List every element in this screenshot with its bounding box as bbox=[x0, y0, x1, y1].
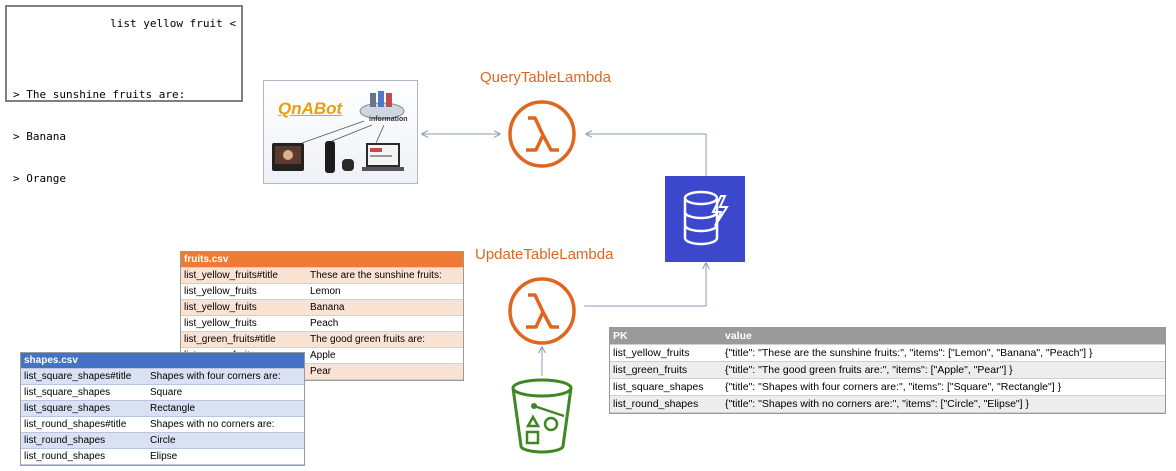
table-cell: list_green_fruits#title bbox=[181, 331, 307, 348]
table-cell: Banana bbox=[307, 299, 463, 316]
chat-responses: > The sunshine fruits are: > Banana > Or… bbox=[13, 60, 185, 214]
dynamodb-query-arrow bbox=[586, 134, 707, 176]
table-cell: Shapes with no corners are: bbox=[147, 416, 304, 433]
dynamodb-icon bbox=[665, 176, 745, 262]
table-cell: list_yellow_fruits bbox=[181, 283, 307, 300]
table-cell: list_yellow_fruits bbox=[610, 344, 722, 362]
fruits-csv-title: fruits.csv bbox=[181, 252, 463, 268]
table-cell: list_round_shapes bbox=[610, 395, 722, 413]
table-cell: list_round_shapes bbox=[21, 448, 147, 465]
table-cell: list_yellow_fruits bbox=[181, 299, 307, 316]
table-cell: list_square_shapes bbox=[610, 378, 722, 396]
chat-window: list yellow fruit < > The sunshine fruit… bbox=[5, 5, 243, 185]
lambda-icon bbox=[508, 100, 576, 168]
table-cell: Apple bbox=[307, 347, 463, 364]
table-cell: Lemon bbox=[307, 283, 463, 300]
table-cell: list_round_shapes bbox=[21, 432, 147, 449]
lambda-icon bbox=[508, 277, 576, 345]
qnabot-image: QnABot information information bbox=[263, 80, 418, 184]
table-cell: list_yellow_fruits#title bbox=[181, 267, 307, 284]
table-cell: Pear bbox=[307, 363, 463, 380]
table-cell: Rectangle bbox=[147, 400, 304, 417]
table-cell: list_square_shapes bbox=[21, 384, 147, 401]
shapes-csv-title: shapes.csv bbox=[21, 353, 304, 369]
table-cell: Square bbox=[147, 384, 304, 401]
update-lambda-label: UpdateTableLambda bbox=[475, 246, 614, 263]
table-cell: Peach bbox=[307, 315, 463, 332]
column-header: PK bbox=[610, 328, 722, 345]
table-cell: {"title": "The good green fruits are:", … bbox=[722, 361, 1165, 379]
devices-illustration: information bbox=[272, 91, 408, 173]
table-cell: Circle bbox=[147, 432, 304, 449]
table-cell: list_green_fruits bbox=[610, 361, 722, 379]
table-cell: These are the sunshine fruits: bbox=[307, 267, 463, 284]
table-cell: {"title": "These are the sunshine fruits… bbox=[722, 344, 1165, 362]
chat-line: > Banana bbox=[13, 130, 66, 143]
column-header: value bbox=[722, 328, 1165, 345]
chat-line: > Orange bbox=[13, 172, 66, 185]
update-dynamodb-arrow bbox=[584, 263, 706, 307]
table-cell: Shapes with four corners are: bbox=[147, 368, 304, 385]
chat-query: list yellow fruit < bbox=[110, 17, 236, 30]
table-cell: {"title": "Shapes with no corners are:",… bbox=[722, 395, 1165, 413]
table-cell: list_square_shapes bbox=[21, 400, 147, 417]
table-cell: list_round_shapes#title bbox=[21, 416, 147, 433]
svg-text:information: information bbox=[369, 116, 408, 123]
table-cell: list_square_shapes#title bbox=[21, 368, 147, 385]
chat-line: > The sunshine fruits are: bbox=[13, 88, 186, 101]
s3-bucket-icon bbox=[511, 378, 573, 454]
query-lambda-label: QueryTableLambda bbox=[480, 69, 611, 86]
table-cell: The good green fruits are: bbox=[307, 331, 463, 348]
table-cell: Elipse bbox=[147, 448, 304, 465]
table-cell: {"title": "Shapes with four corners are:… bbox=[722, 378, 1165, 396]
qnabot-logo: QnABot bbox=[278, 99, 343, 118]
table-cell: list_yellow_fruits bbox=[181, 315, 307, 332]
